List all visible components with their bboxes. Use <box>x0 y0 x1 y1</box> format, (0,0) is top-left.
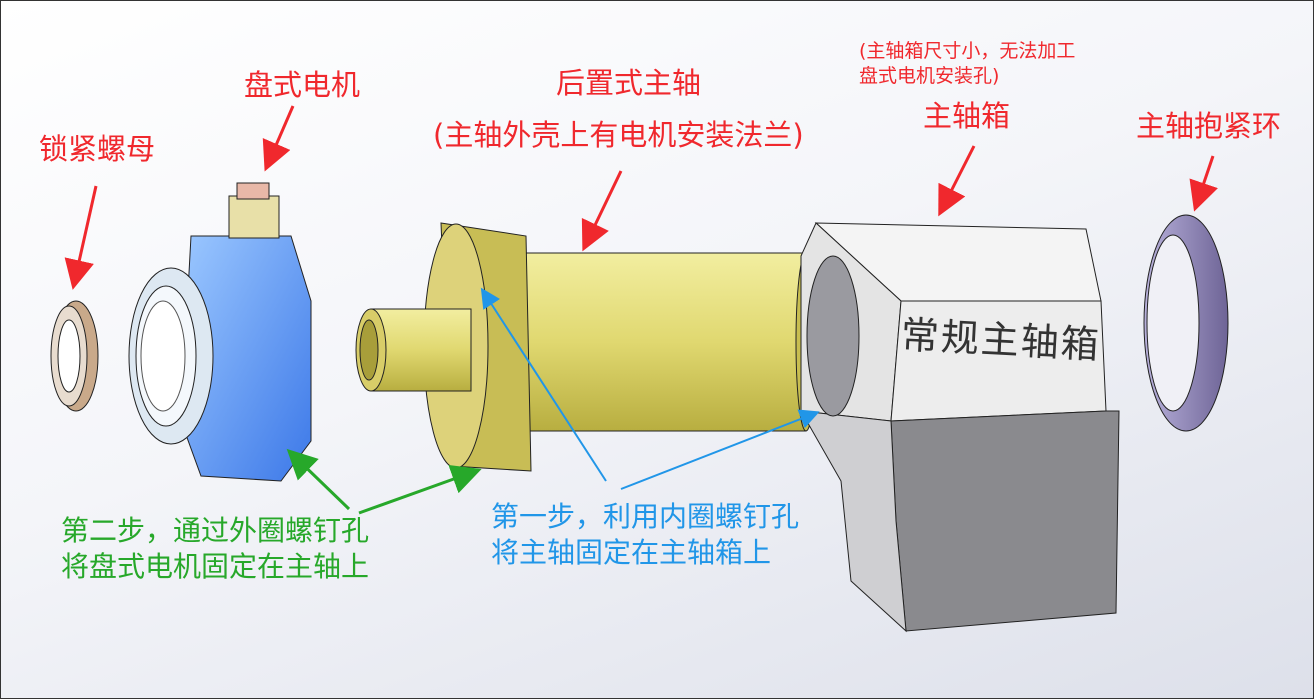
disc-motor-arrow <box>262 105 295 172</box>
rear-spindle-part <box>355 222 817 472</box>
step2-arrow-flange <box>358 464 482 515</box>
label-spindle-housing: 主轴箱 <box>923 99 1011 133</box>
label-disc-motor: 盘式电机 <box>244 68 361 102</box>
callout-arrows <box>64 105 1218 515</box>
clamp-ring-arrow <box>1189 155 1218 212</box>
step1-line1: 第一步，利用内圈螺钉孔 <box>491 500 800 533</box>
label-rear-spindle: 后置式主轴 <box>556 66 702 100</box>
housing-engraving: 常规主轴箱 <box>899 312 1102 368</box>
label-rear-spindle-note: (主轴外壳上有电机安装法兰) <box>433 118 804 152</box>
spindle-arrow <box>581 170 623 252</box>
housing-note-line1: (主轴箱尺寸小，无法加工 <box>859 40 1076 62</box>
lock-nut-arrow <box>64 185 98 290</box>
step2-text: 第二步，通过外圈螺钉孔 将盘式电机固定在主轴上 <box>61 513 369 586</box>
step1-arrow-housing <box>620 409 820 490</box>
step2-arrow-motor <box>286 448 351 511</box>
housing-note-line2: 盘式电机安装孔) <box>859 64 1000 87</box>
label-lock-nut: 锁紧螺母 <box>39 132 156 166</box>
step1-line2: 将主轴固定在主轴箱上 <box>491 536 772 570</box>
step2-line1: 第二步，通过外圈螺钉孔 <box>61 514 370 547</box>
housing-arrow <box>938 145 976 217</box>
lock-nut-part <box>50 300 99 412</box>
step2-line2: 将盘式电机固定在主轴上 <box>61 550 370 584</box>
step1-arrow-flange <box>480 287 607 482</box>
housing-note: (主轴箱尺寸小，无法加工 盘式电机安装孔) <box>859 39 1075 88</box>
clamp-ring-part <box>1143 214 1229 432</box>
spindle-housing-part <box>800 222 1120 633</box>
step1-text: 第一步，利用内圈螺钉孔 将主轴固定在主轴箱上 <box>491 499 799 572</box>
label-clamp-ring: 主轴抱紧环 <box>1136 109 1282 143</box>
disc-motor-part <box>128 182 312 482</box>
